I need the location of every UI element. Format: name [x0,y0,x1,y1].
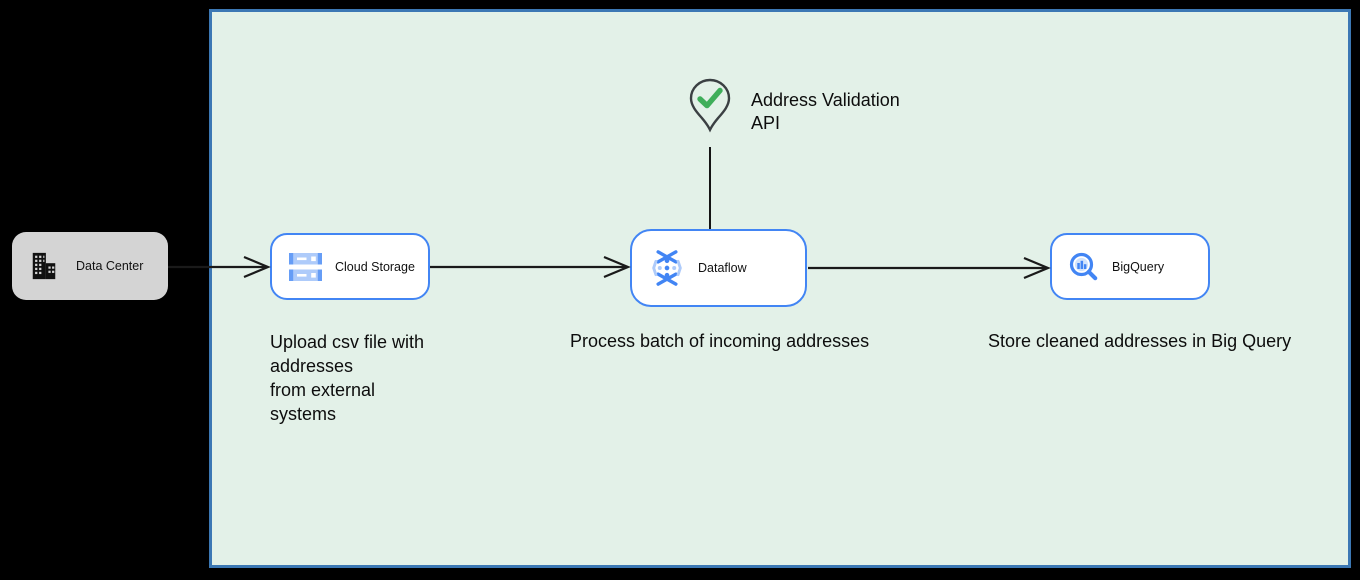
node-dataflow[interactable]: Dataflow [630,229,807,307]
node-label-cloud-storage: Cloud Storage [335,259,415,274]
cloud-storage-icon [289,252,322,281]
node-bigquery[interactable]: BigQuery [1050,233,1210,300]
api-callout-label: Address Validation API [751,90,900,133]
annotation-process-batch: Process batch of incoming addresses [570,331,870,351]
connector-api-to-dataflow [709,147,711,229]
map-pin-check-icon [689,78,731,133]
building-icon [32,252,56,280]
dataflow-icon [652,250,682,286]
annotation-store-cleaned: Store cleaned addresses in Big Query [988,331,1292,351]
bigquery-icon [1069,252,1098,280]
annotation-upload-csv: Upload csv file with addresses from exte… [270,332,425,424]
node-label-data-center: Data Center [76,259,144,273]
node-label-dataflow: Dataflow [698,261,747,275]
node-label-bigquery: BigQuery [1112,259,1165,274]
node-cloud-storage[interactable]: Cloud Storage [270,233,430,300]
node-data-center[interactable]: Data Center [12,232,168,300]
